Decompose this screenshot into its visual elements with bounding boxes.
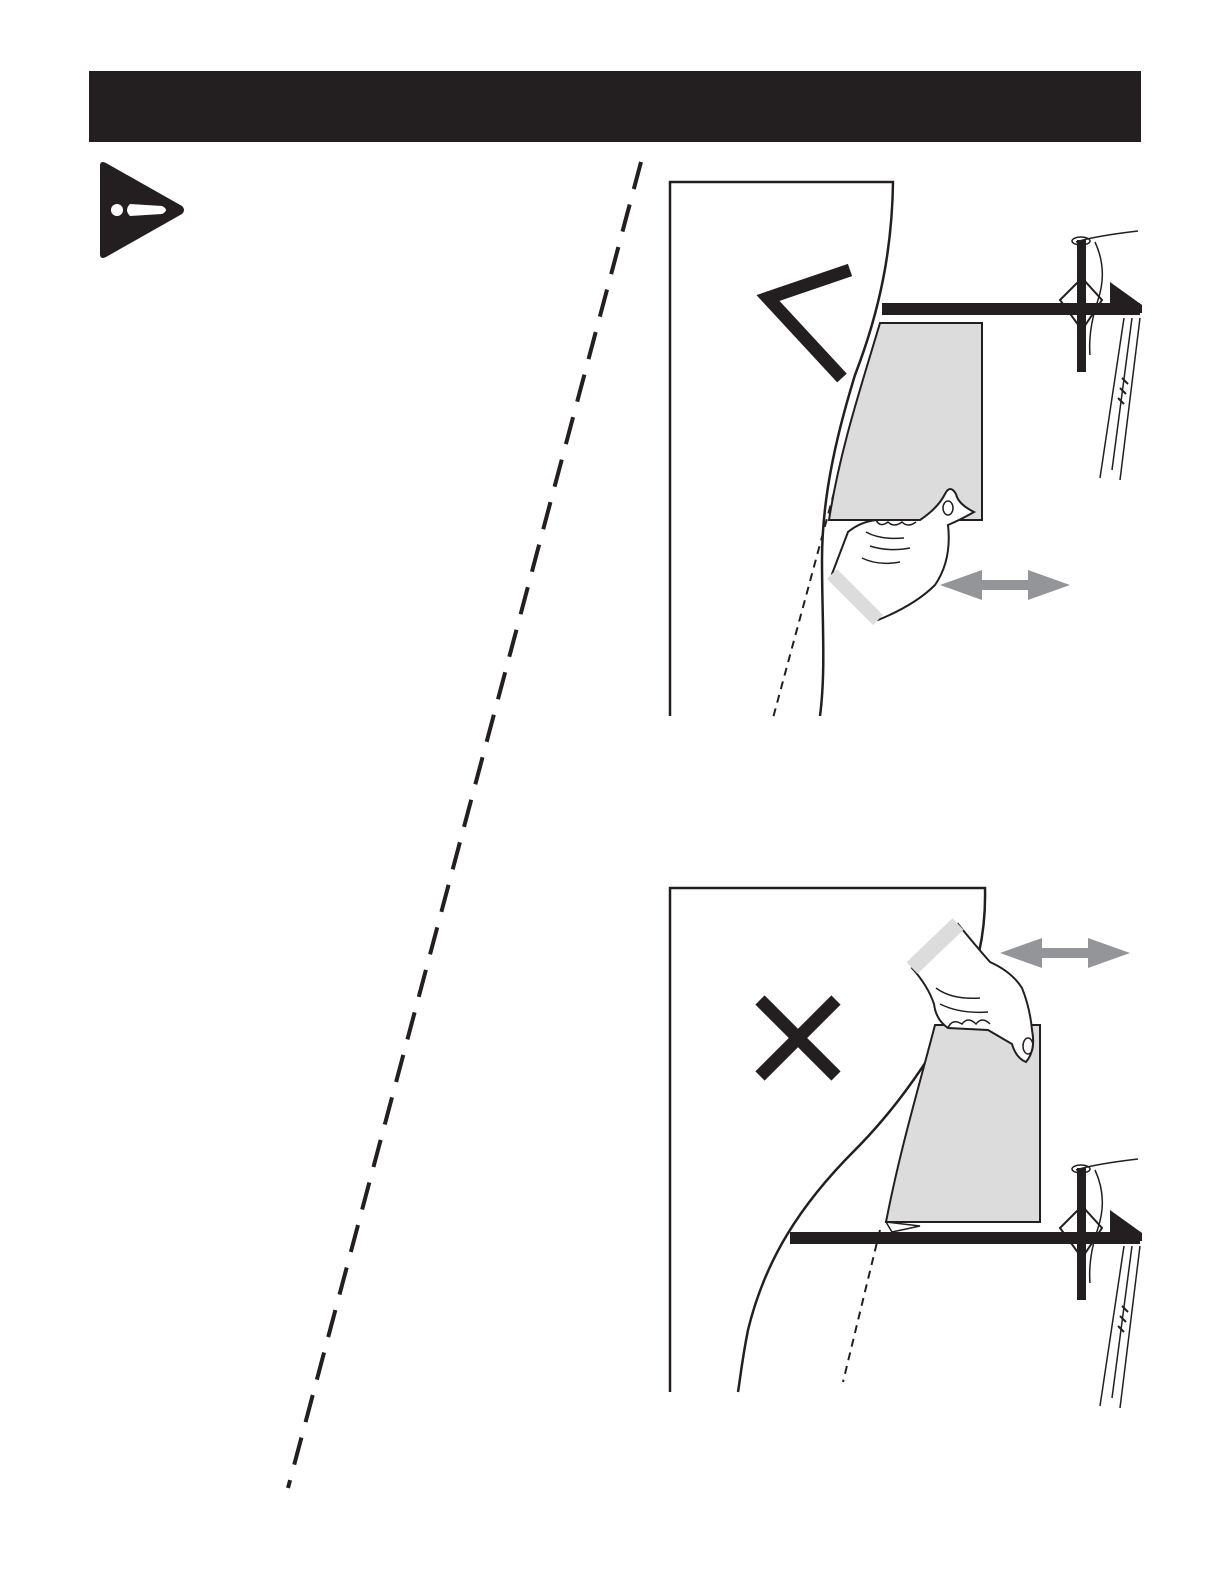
check-mark-icon [768,270,850,378]
figure-correct [670,182,1142,718]
double-arrow-icon [940,570,1070,600]
dashed-divider [288,162,641,1488]
clamp-stand [1060,231,1142,480]
inner-guide-dashed [843,1230,880,1382]
cross-mark-icon [760,1000,836,1076]
clamp-stand [1060,1159,1142,1408]
support-rail [882,303,1140,315]
support-rail [790,1232,1140,1244]
paper-sheet [829,323,982,520]
figure-incorrect [670,888,1142,1408]
double-arrow-icon [1000,938,1130,968]
